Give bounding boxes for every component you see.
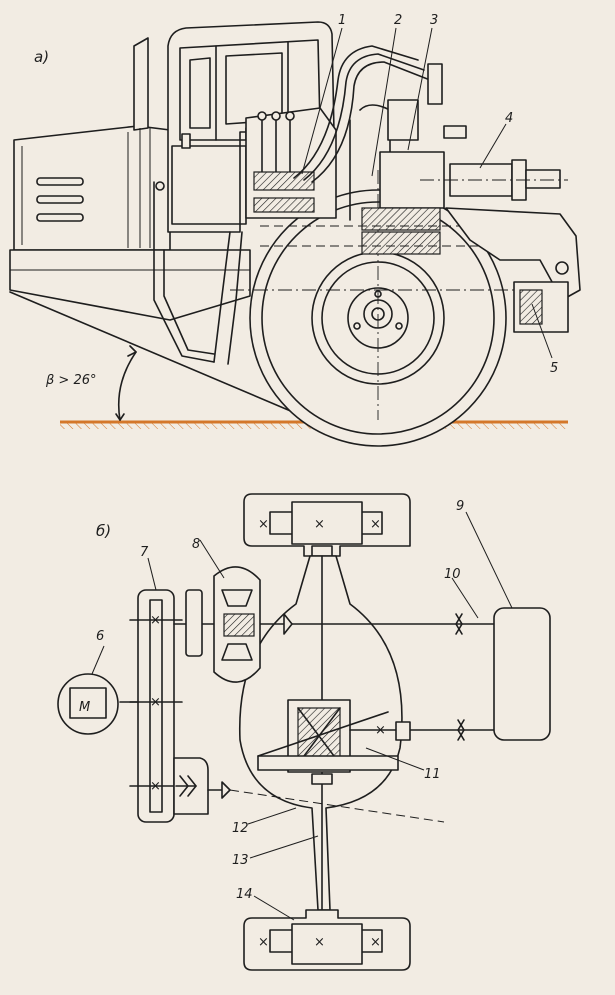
callout-9: 9 [456, 499, 464, 514]
drive-axle-housing [238, 555, 403, 911]
rear-wheel [230, 170, 560, 447]
svg-text:×: × [150, 613, 161, 628]
pto-line: × [257, 613, 495, 741]
svg-text:×: × [370, 935, 381, 950]
bottom-wheel-assembly: × × × [243, 909, 411, 971]
top-wheel-assembly: × × × [243, 493, 411, 557]
rear-transmission [260, 63, 560, 255]
svg-text:×: × [375, 723, 386, 738]
callout-13: 13 [232, 853, 249, 868]
callout-5: 5 [550, 361, 558, 376]
panel-b-scheme: б) × × × [57, 493, 551, 971]
callout-4: 4 [505, 111, 513, 126]
callouts-panel-b: 6 7 8 9 10 11 12 13 14 [91, 499, 513, 921]
panel-b-label: б) [96, 522, 111, 540]
callouts-panel-a: 1 2 3 4 5 [301, 13, 558, 376]
pto-shaft [420, 159, 568, 201]
svg-text:×: × [370, 517, 381, 532]
approach-angle: β > 26° [45, 345, 137, 421]
callout-3: 3 [430, 13, 438, 28]
rear-linkage [445, 207, 581, 333]
svg-text:×: × [314, 517, 325, 532]
angle-label: β > 26° [45, 373, 97, 388]
svg-text:×: × [150, 695, 161, 710]
callout-10: 10 [444, 567, 461, 582]
stabilizer-dashed-line [229, 789, 445, 823]
engine-hood [13, 37, 171, 251]
callout-14: 14 [236, 887, 253, 902]
implement-box [493, 607, 551, 741]
callout-7: 7 [140, 545, 149, 560]
control-unit [245, 45, 431, 221]
svg-text:×: × [258, 517, 269, 532]
front-frame [9, 249, 301, 416]
panel-a-side-view: а) [9, 13, 581, 447]
callout-12: 12 [232, 821, 249, 836]
callout-1: 1 [338, 13, 346, 28]
motor-label: M [79, 700, 90, 715]
svg-text:×: × [314, 935, 325, 950]
gearbox: × × × [119, 589, 261, 823]
clutch-unit [185, 566, 261, 683]
panel-a-label: а) [34, 48, 49, 66]
callout-11: 11 [424, 767, 441, 782]
motor: M [57, 673, 119, 735]
callout-8: 8 [192, 537, 200, 552]
svg-text:×: × [258, 935, 269, 950]
svg-text:×: × [150, 779, 161, 794]
callout-6: 6 [96, 629, 104, 644]
callout-2: 2 [394, 13, 402, 28]
